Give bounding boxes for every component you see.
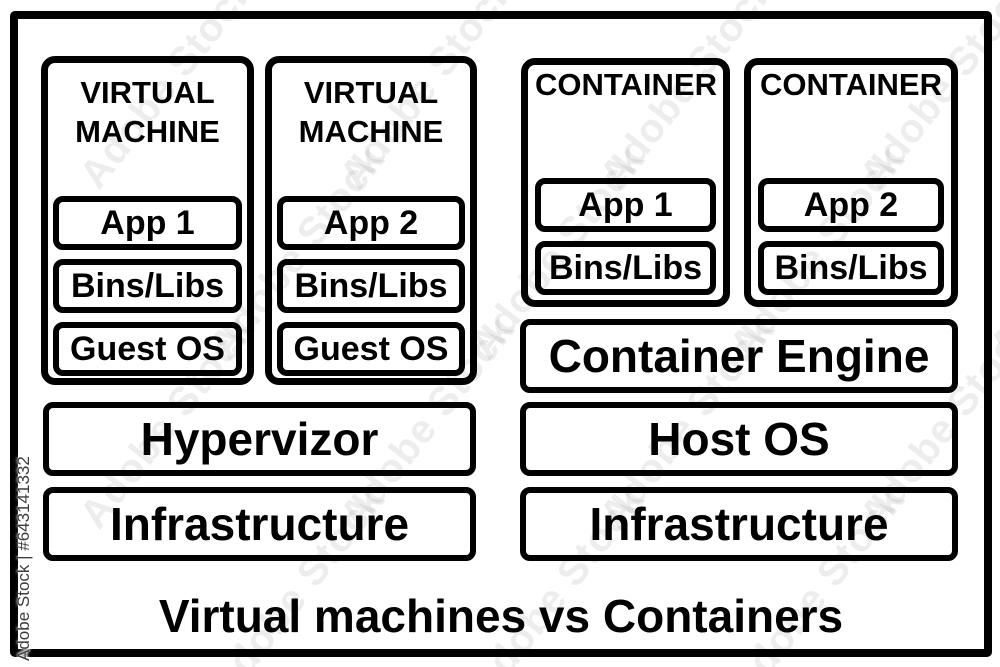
container-box-2: CONTAINER App 2 Bins/Libs: [744, 58, 958, 307]
virtual-machine-box-1: VIRTUAL MACHINE App 1 Bins/Libs Guest OS: [41, 56, 254, 385]
container2-title: CONTAINER: [760, 67, 942, 102]
vm2-layer-app: App 2: [277, 196, 465, 250]
virtual-machine-box-2: VIRTUAL MACHINE App 2 Bins/Libs Guest OS: [265, 56, 477, 385]
container1-layer-app: App 1: [535, 178, 716, 232]
hypervisor-box: Hypervizor: [43, 402, 476, 476]
infrastructure-box-right: Infrastructure: [520, 487, 958, 561]
host-os-box: Host OS: [520, 402, 958, 476]
container2-layer-bins-libs: Bins/Libs: [758, 241, 944, 295]
infrastructure-box-left: Infrastructure: [43, 487, 476, 561]
watermark-credit: Adobe Stock | #643141332: [14, 456, 33, 661]
vm2-layer-guest-os: Guest OS: [277, 322, 465, 376]
vm2-layer-bins-libs: Bins/Libs: [277, 259, 465, 313]
diagram-caption: Virtual machines vs Containers: [158, 590, 844, 642]
diagram-frame: VIRTUAL MACHINE App 1 Bins/Libs Guest OS…: [10, 11, 992, 657]
vm2-title: VIRTUAL MACHINE: [298, 75, 444, 150]
container-engine-box: Container Engine: [520, 319, 958, 393]
vm1-title: VIRTUAL MACHINE: [75, 75, 220, 150]
container2-layer-app: App 2: [758, 178, 944, 232]
container1-title: CONTAINER: [535, 67, 717, 102]
vm1-layer-guest-os: Guest OS: [53, 322, 242, 376]
vm1-layer-bins-libs: Bins/Libs: [53, 259, 242, 313]
vm1-layer-app: App 1: [53, 196, 242, 250]
container-box-1: CONTAINER App 1 Bins/Libs: [521, 58, 730, 307]
container1-layer-bins-libs: Bins/Libs: [535, 241, 716, 295]
